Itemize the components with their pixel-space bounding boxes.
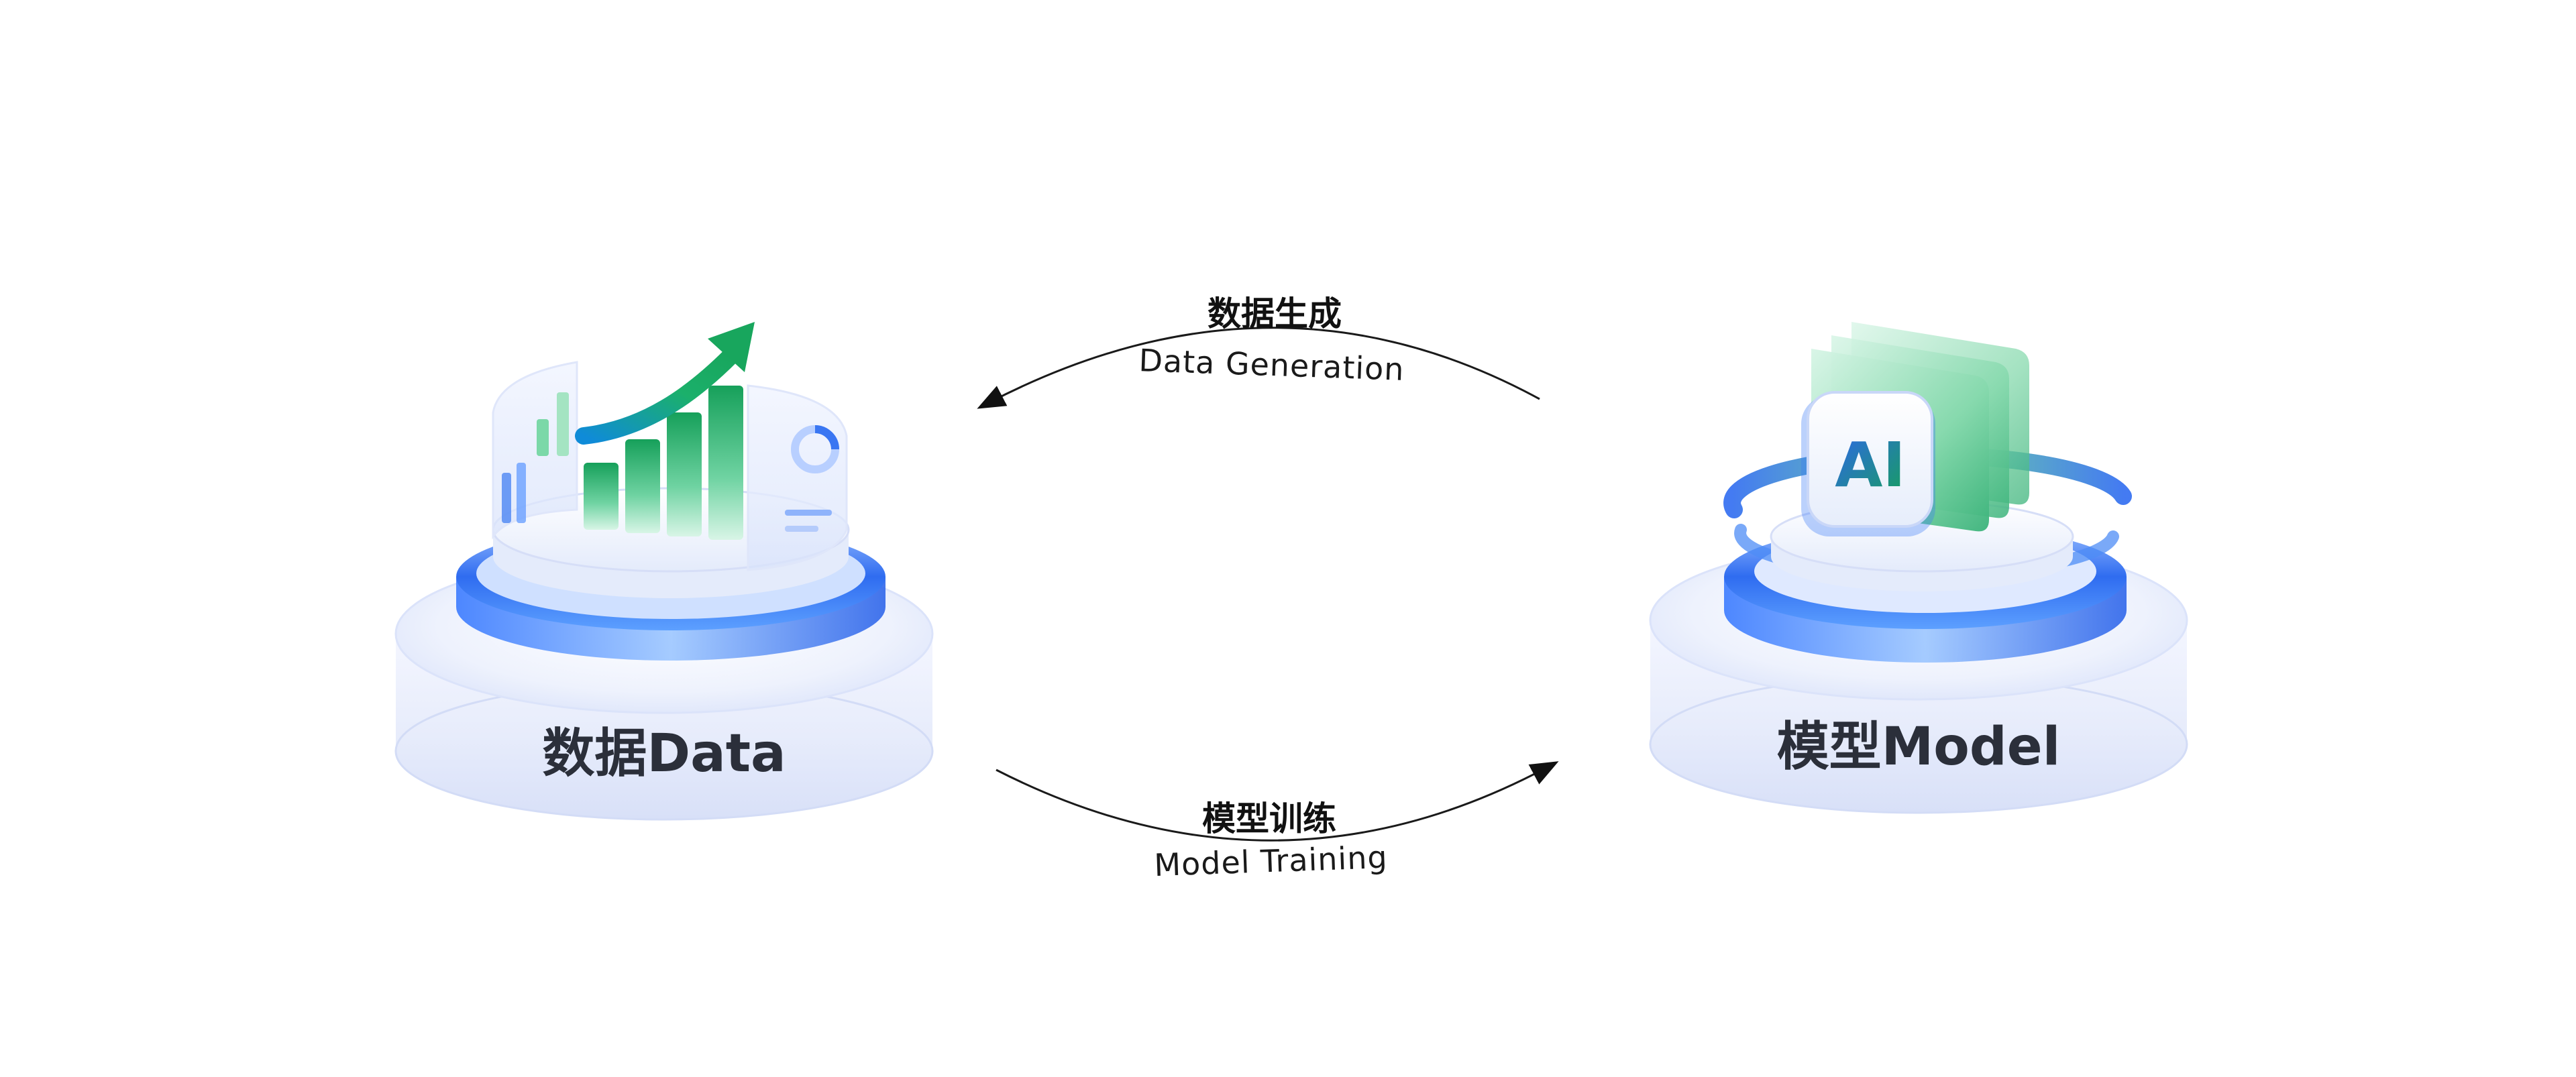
model-training-subtitle: Model Training <box>1153 839 1388 883</box>
model-training-title: 模型训练 <box>1202 799 1336 838</box>
data-bar-chart-icon <box>537 322 755 540</box>
data-glass-panels <box>492 361 848 571</box>
ai-card-stack-icon: AI <box>1801 322 2029 536</box>
data-generation-subtitle: Data Generation <box>1138 342 1405 388</box>
model-training-arrow: 模型训练 Model Training <box>996 761 1559 883</box>
data-platform-label: 数据Data <box>542 724 786 784</box>
model-platform: AI 模型Model <box>1649 322 2188 814</box>
data-generation-arrow: 数据生成 Data Generation <box>977 294 1540 409</box>
ai-badge-text: AI <box>1835 429 1905 501</box>
model-platform-label: 模型Model <box>1777 717 2061 777</box>
data-generation-title: 数据生成 <box>1208 294 1342 333</box>
data-platform: 数据Data <box>394 322 934 821</box>
